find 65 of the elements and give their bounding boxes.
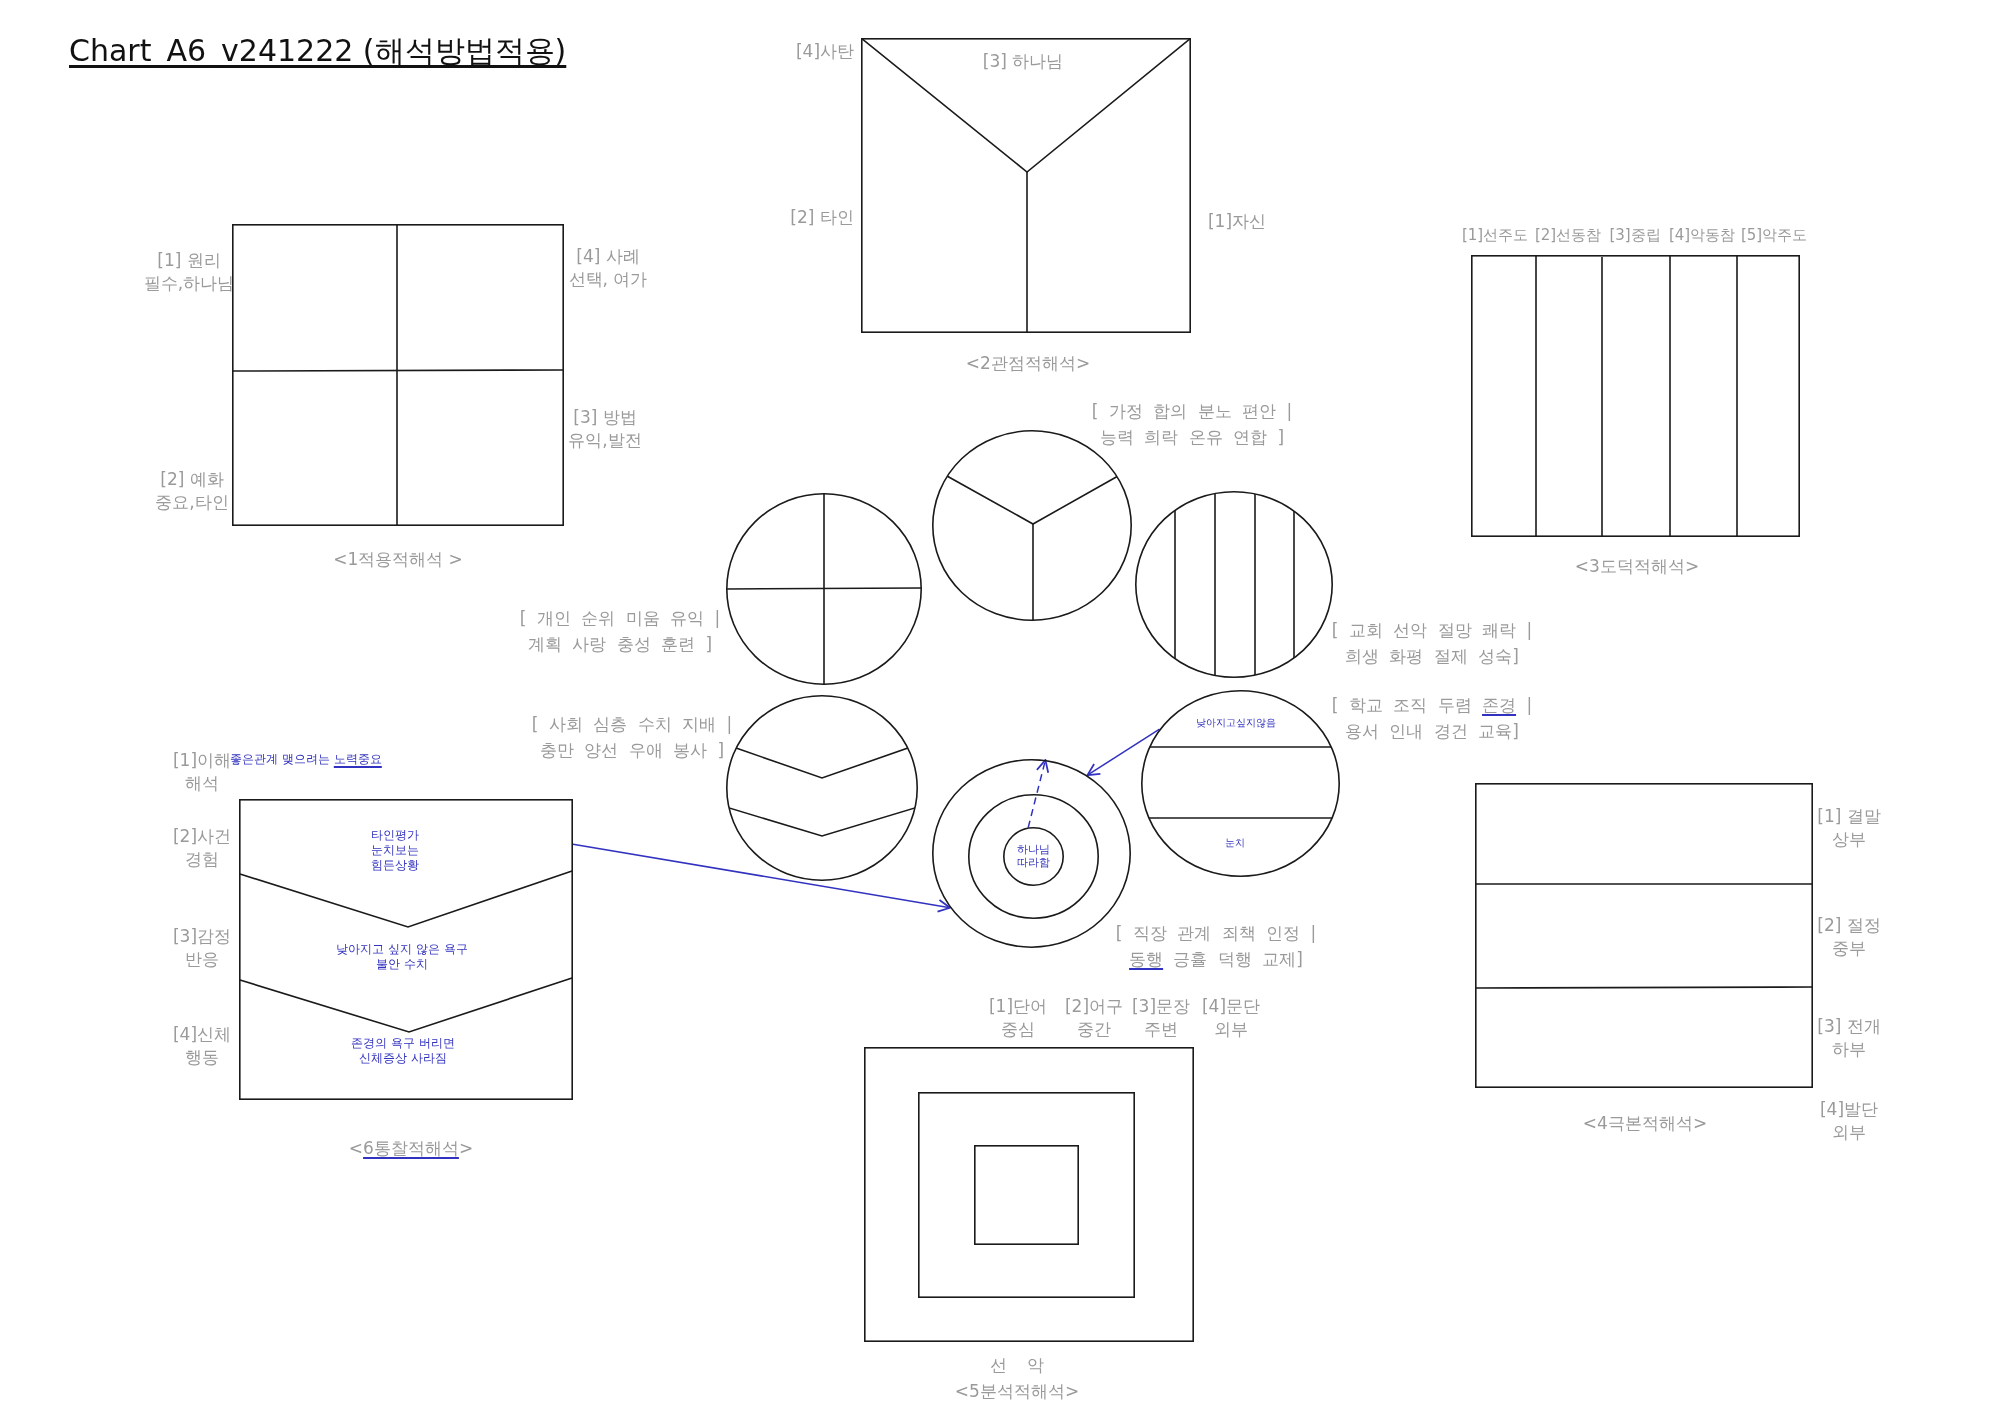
region-label: [1]이해 해석 — [172, 749, 232, 795]
region-label: [3]문장 주변 — [1131, 995, 1191, 1041]
region-label: [1]단어 중심 — [988, 995, 1048, 1041]
striped-circle — [1135, 491, 1333, 678]
handwritten-note: 하나님 따라함 — [1016, 843, 1051, 869]
figure-caption: <2관점적해석> — [965, 352, 1091, 375]
banded-circle — [1141, 690, 1340, 877]
region-label: [2]선동참 — [1534, 226, 1602, 244]
striped-square — [1471, 255, 1800, 537]
region-label: [3] 방법 유익,발전 — [567, 406, 643, 452]
region-label: [4]신체 행동 — [172, 1023, 232, 1069]
y-divided-circle — [932, 430, 1132, 621]
arrow — [1086, 728, 1161, 777]
region-label: [1] 원리 필수,하나님 — [143, 249, 235, 295]
handwritten-note: 좋은관계 맺으려는 노력중요 — [229, 752, 383, 767]
region-label: [1]선주도 — [1461, 226, 1529, 244]
region-label: [2] 절정 중부 — [1816, 914, 1882, 960]
handwritten-note: 존경의 욕구 버리면 신체증상 사라짐 — [350, 1036, 456, 1066]
region-label: [2] 타인 — [789, 206, 855, 229]
keyword-list: [ 사회 심층 수치 지배 | 충만 양선 우애 봉사 ] — [531, 711, 733, 763]
region-label: [3]중립 — [1608, 226, 1662, 244]
region-label: [1] 결말 상부 — [1816, 805, 1882, 851]
figure-caption: <5분석적해석> — [954, 1380, 1080, 1403]
keyword-list: [ 교회 선악 절망 쾌락 | 희생 화평 절제 성숙] — [1331, 617, 1533, 669]
quartered-square — [232, 224, 564, 526]
region-label: [4]문단 외부 — [1201, 995, 1261, 1041]
y-divided-square — [861, 38, 1191, 333]
region-label: [2]어구 중간 — [1064, 995, 1124, 1041]
keyword-list: [ 직장 관계 죄책 인정 | 동행 긍휼 덕행 교제] — [1115, 920, 1317, 972]
region-label: [3] 하나님 — [982, 50, 1064, 73]
diagram-title: Chart_A6_v241222 (해석방법적용) — [69, 32, 567, 70]
inner-square — [974, 1145, 1079, 1245]
dashed-arrow — [1027, 759, 1050, 829]
banded-square — [1475, 783, 1813, 1088]
region-label: [3] 전개 하부 — [1816, 1015, 1882, 1061]
handwritten-note: 눈치 — [1224, 837, 1246, 849]
middle-square — [918, 1092, 1135, 1298]
handwritten-note: 타인평가 눈치보는 힘든상황 — [370, 828, 420, 873]
outer-square — [864, 1047, 1194, 1342]
region-label: [2] 예화 중요,타인 — [154, 468, 230, 514]
region-label: [4]발단 외부 — [1819, 1098, 1879, 1144]
outer-circle — [932, 759, 1131, 948]
region-label: [4] 사례 선택, 여가 — [568, 245, 648, 291]
figure-caption: <1적용적해석 > — [332, 548, 464, 571]
middle-circle — [968, 794, 1099, 919]
region-label: [2]사건 경험 — [172, 825, 232, 871]
handwritten-note: 낮아지고싶지않음 — [1195, 717, 1277, 729]
region-label: [4]사탄 — [795, 40, 855, 63]
region-label: [3]감정 반응 — [172, 925, 232, 971]
chevron-square — [239, 799, 573, 1100]
keyword-list: [ 개인 순위 미움 유익 | 계획 사랑 충성 훈련 ] — [519, 605, 721, 657]
figure-caption: <4극본적해석> — [1582, 1112, 1708, 1135]
keyword-list: [ 학교 조직 두렴 존경 | 용서 인내 경건 교육] — [1331, 692, 1533, 744]
handwritten-note: 낮아지고 싶지 않은 욕구 불안 수치 — [335, 942, 469, 972]
region-label: [5]악주도 — [1740, 226, 1808, 244]
region-label: [1]자신 — [1207, 210, 1267, 233]
quartered-circle — [726, 493, 922, 685]
region-label: [4]악동참 — [1668, 226, 1736, 244]
inner-circle — [1003, 827, 1064, 886]
arrow — [572, 843, 951, 913]
keyword-list: [ 가정 합의 분노 편안 | 능력 희락 온유 연합 ] — [1091, 398, 1293, 450]
region-label: 선 악 — [989, 1354, 1045, 1377]
chevron-circle — [726, 695, 918, 881]
figure-caption: <6통찰적해석> — [348, 1137, 474, 1160]
figure-caption: <3도덕적해석> — [1574, 555, 1700, 578]
